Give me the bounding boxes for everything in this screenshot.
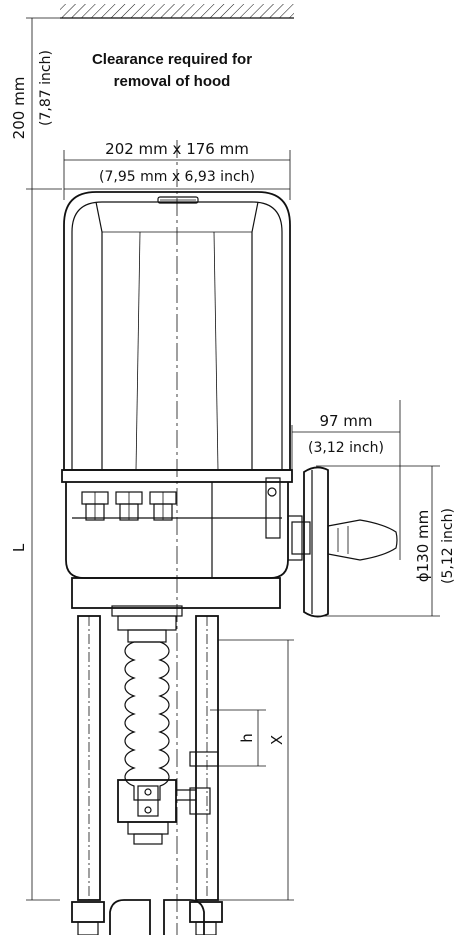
overall-length-label: L [10,543,28,552]
yoke-pillars [77,615,219,901]
stroke-x-label: X [268,735,286,745]
actuator-body [61,469,293,617]
handwheel-diameter-inch: (5,12 inch) [440,508,456,584]
clearance-label-line1: Clearance required for [92,51,252,68]
cable-glands [81,491,177,521]
clearance-height-inch: (7,87 inch) [38,50,54,126]
stem-bellows [117,615,177,801]
valve-body [71,899,223,935]
handwheel-offset-dimension [291,400,401,560]
clearance-height-mm: 200 mm [10,77,28,140]
stroke-h-label: h [238,733,256,743]
stroke-dimensions [210,639,294,901]
stem-coupling [117,751,219,845]
handwheel-offset-inch: (3,12 inch) [308,440,384,456]
handwheel-diameter-mm: ϕ130 mm [414,510,432,583]
hood-width-dimension [63,150,291,200]
ceiling-hatch [60,4,294,19]
clearance-label-line2: removal of hood [114,73,231,90]
handwheel-offset-mm: 97 mm [319,412,372,430]
handwheel-diameter-dimension [316,465,440,617]
handwheel [287,466,398,618]
